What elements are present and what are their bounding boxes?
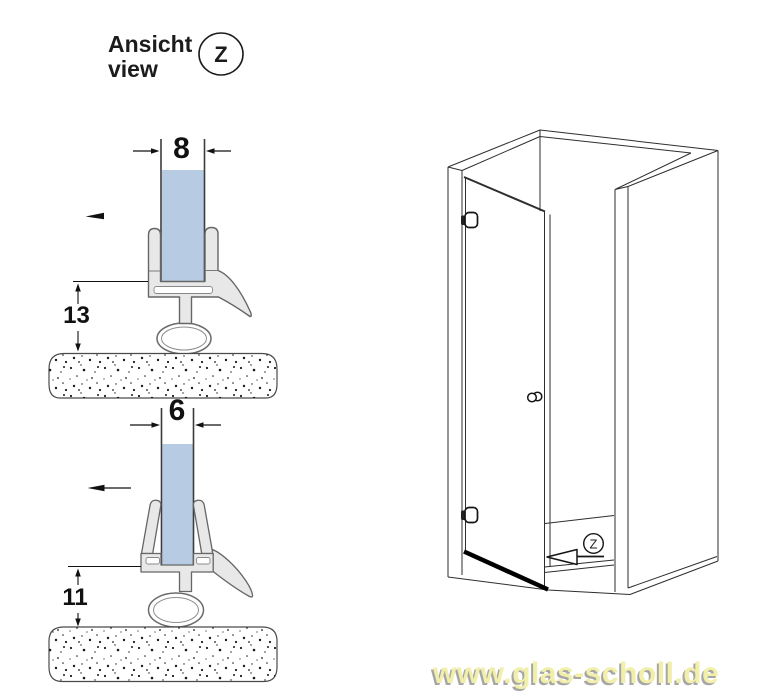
shower-enclosure: Z — [447, 129, 719, 595]
dimension-floor-gap-bottom — [68, 565, 141, 627]
floor-gap-value-top: 13 — [63, 302, 90, 329]
dimension-glass-width-top — [133, 148, 231, 154]
enclosure-bottom-edges — [447, 576, 631, 595]
floor-slab-bottom — [48, 626, 278, 683]
door-knob — [526, 391, 543, 403]
seal-ledge-lines-top — [149, 270, 218, 272]
seal-chamber-left-bottom — [145, 557, 160, 565]
door-hinge-top — [461, 211, 479, 229]
enclosure-threshold — [544, 515, 615, 573]
dimension-glass-width-bottom — [130, 422, 221, 428]
enclosure-right-wall — [614, 150, 719, 595]
seal-profile-top: 8 13 — [48, 132, 278, 399]
floor-slab-top — [48, 352, 278, 399]
view-direction-letter: Z — [590, 537, 598, 552]
seal-bulb-bottom — [147, 592, 205, 628]
seal-bulb-top — [156, 322, 212, 355]
glass-edge-lines-bottom — [160, 408, 195, 565]
view-arrow-head — [546, 548, 578, 566]
enclosure-left-wall — [447, 129, 541, 577]
pointer-arrow-top — [85, 212, 104, 220]
view-label-english: view — [108, 56, 158, 82]
glass-thickness-value-bottom: 6 — [169, 394, 186, 427]
watermark-text: www.glas-scholl.de — [433, 657, 720, 690]
view-header: Ansicht view Z — [108, 31, 244, 82]
seal-chamber-top — [153, 286, 213, 294]
door-bottom-seal — [463, 549, 549, 592]
seal-arm-left-bottom — [140, 499, 162, 555]
shower-door — [463, 176, 551, 592]
glass-thickness-value-top: 8 — [173, 132, 190, 165]
view-label-german: Ansicht — [108, 31, 193, 57]
floor-gap-value-bottom: 11 — [62, 584, 87, 611]
glass-pane-top — [162, 170, 205, 282]
seal-flap-bottom — [211, 548, 254, 598]
seal-body-top — [147, 226, 252, 325]
view-marker-letter: Z — [214, 42, 227, 67]
enclosure-back-wall — [539, 129, 719, 211]
dimension-floor-gap-top — [73, 280, 148, 352]
door-hinge-bottom — [461, 506, 479, 524]
view-direction-marker: Z — [546, 533, 605, 566]
view-marker-circle — [198, 32, 244, 76]
seal-arm-right-bottom — [192, 499, 214, 555]
seal-chamber-right-bottom — [196, 557, 211, 565]
pointer-arrow-bottom — [87, 484, 131, 492]
glass-pane-bottom — [162, 444, 193, 565]
seal-profile-bottom: 6 11 — [48, 394, 278, 683]
